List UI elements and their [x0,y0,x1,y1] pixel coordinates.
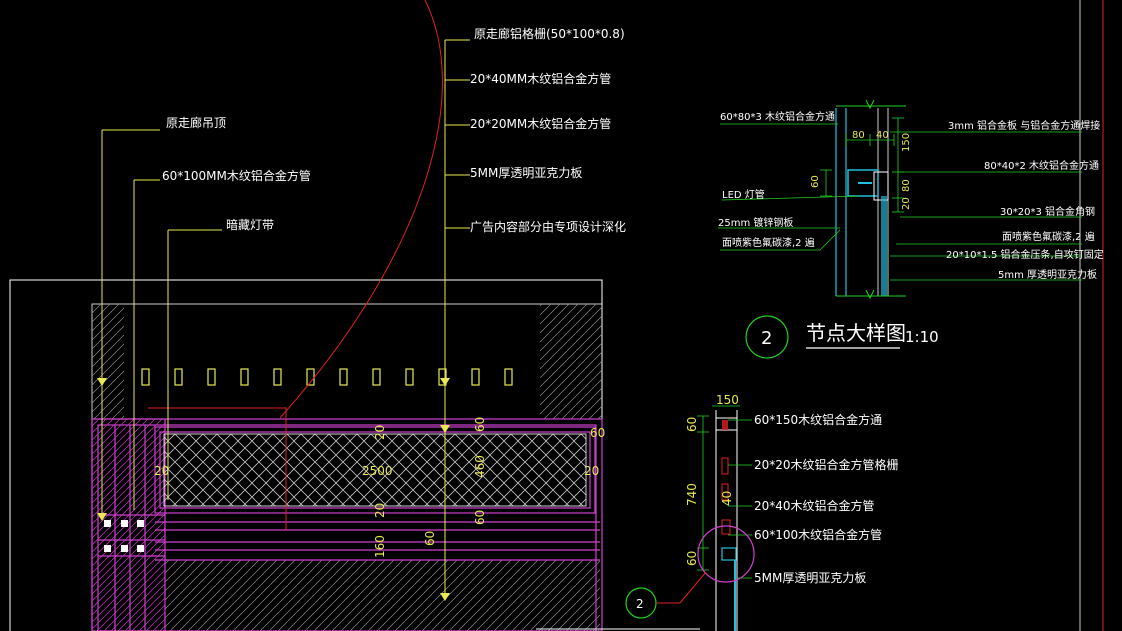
hidden-light-marks [141,368,513,386]
detail-label-paint-right: 面喷紫色氟碳漆,2 遍 [1002,230,1095,243]
detail-number-circle [745,315,789,359]
detail-label-paint-left: 面喷紫色氟碳漆,2 遍 [722,236,815,249]
detail-label-tube-60x80: 60*80*3 木纹铝合金方通 [720,110,835,123]
detail-scale: 1:10 [905,328,939,346]
dim-460: 460 [473,455,487,478]
detail-label-tube-80x40: 80*40*2 木纹铝合金方通 [984,159,1099,172]
dim-20-a: 20 [373,425,387,440]
detail-title: 节点大样图 [806,321,906,345]
section-dim-740: 740 [685,483,699,506]
dim-total-width: 2500 [362,464,393,478]
detail-dim-40: 40 [876,130,889,141]
section-label-tube-60x100: 60*100木纹铝合金方管 [754,527,882,542]
section-callout-circle [625,587,657,619]
detail-leaders [718,123,1082,281]
detail-label-press-strip: 20*10*1.5 铝合金压条,自攻钉固定 [946,248,1104,261]
detail-label-steel-plate: 25mm 镀锌钢板 [718,216,793,229]
detail-dim-20-v: 20 [901,197,912,210]
section-label-tube-20x20: 20*20木纹铝合金方管格栅 [754,457,899,472]
left-wall-hatch [92,304,124,419]
dim-60-c: 60 [423,531,437,546]
dim-60-b: 60 [473,510,487,525]
detail-dim-80-v: 80 [901,179,912,192]
dim-right-20: 20 [584,464,599,478]
right-wall-hatch [540,304,602,419]
signage-frame [91,418,603,631]
label-tube-60x100: 60*100MM木纹铝合金方管 [162,168,311,183]
detail-dim-lines [820,117,904,213]
ad-panel [163,433,587,507]
section-dim-150: 150 [716,393,739,407]
section-label-tube-20x40: 20*40木纹铝合金方管 [754,498,875,513]
red-arc [279,0,443,419]
dim-left-20: 20 [154,464,169,478]
section-callout-number: 2 [636,597,644,611]
section-callout-ring [697,525,755,583]
detail-label-acrylic: 5mm 厚透明亚克力板 [998,268,1097,281]
detail-label-angle: 30*20*3 铝合金角钢 [1000,205,1095,218]
detail-dim-150: 150 [901,133,912,152]
detail-label-led: LED 灯管 [722,188,765,201]
label-ad-content: 广告内容部分由专项设计深化 [470,219,626,234]
detail-label-al-sheet: 3mm 铝合金板 与铝合金方通焊接 [948,119,1100,132]
dim-20-b: 20 [373,503,387,518]
ad-panel-pattern [164,434,586,506]
label-tube-20x20: 20*20MM木纹铝合金方管 [470,116,611,131]
dim-160: 160 [373,535,387,558]
section-dim-40: 40 [720,491,734,506]
detail-dim-60: 60 [810,175,821,188]
label-corridor-ceiling: 原走廊吊顶 [166,115,226,130]
detail-dim-80: 80 [852,130,865,141]
leader-arrows [97,378,450,601]
lower-glass-hatch [165,560,600,631]
section-dim-lines [697,405,752,579]
leader-lines [101,39,470,600]
dim-60-a: 60 [473,417,487,432]
section-dim-60-bot: 60 [685,551,699,566]
column-marks [104,520,144,552]
node-detail-drawing [835,99,906,300]
red-section-line [148,407,287,530]
section-label-acrylic: 5MM厚透明亚克力板 [754,571,866,585]
label-grille: 原走廊铝格栅(50*100*0.8) [474,26,625,41]
label-tube-20x40: 20*40MM木纹铝合金方管 [470,71,611,86]
section-drawing [536,410,738,631]
label-acrylic: 5MM厚透明亚克力板 [470,166,582,180]
dim-top-right-60: 60 [590,426,605,440]
section-callout-leader [657,571,707,604]
label-hidden-light: 暗藏灯带 [226,217,274,232]
detail-number: 2 [761,328,772,349]
section-label-tube-60x150: 60*150木纹铝合金方通 [754,412,882,427]
section-dim-60-top: 60 [685,417,699,432]
